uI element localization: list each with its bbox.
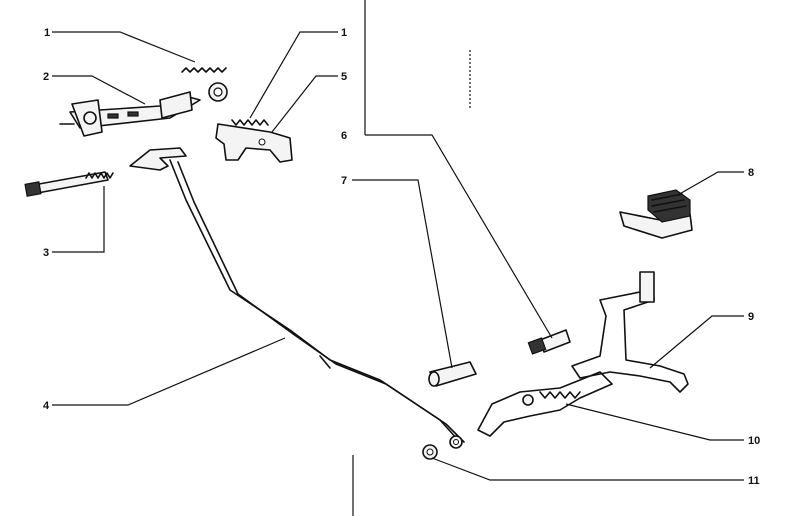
part-5-latch-plate <box>215 123 293 163</box>
leader-1b <box>249 31 338 119</box>
callout-5: 5 <box>341 71 347 83</box>
leader-11 <box>431 457 744 481</box>
leader-2 <box>52 75 146 105</box>
part-6-pin <box>527 329 571 355</box>
callout-3: 3 <box>43 247 49 259</box>
leader-lines <box>52 31 744 481</box>
part-1-spring-lower <box>231 119 269 126</box>
callout-11: 11 <box>748 475 760 487</box>
part-8-rubber-pad <box>619 189 693 239</box>
callout-2: 2 <box>43 71 49 83</box>
callout-labels: 1 1 2 5 6 7 8 3 9 4 10 11 <box>43 27 760 487</box>
part-1-spring-upper <box>181 67 227 73</box>
leader-1a <box>52 31 196 63</box>
callout-1b: 1 <box>341 27 347 39</box>
callout-7: 7 <box>341 175 347 187</box>
callout-8: 8 <box>748 167 754 179</box>
part-7-sleeve <box>428 361 477 387</box>
leader-4 <box>52 337 286 406</box>
callout-9: 9 <box>748 311 754 323</box>
leader-6 <box>365 134 553 339</box>
part-9-lever-bracket <box>571 271 689 393</box>
leader-5 <box>271 75 338 133</box>
callout-6: 6 <box>341 130 347 142</box>
part-2-bracket-plate <box>59 82 228 137</box>
callout-4: 4 <box>43 400 50 412</box>
callout-10: 10 <box>748 435 760 447</box>
guide-lines <box>352 0 471 516</box>
leader-9 <box>649 315 744 369</box>
leader-10 <box>565 403 744 441</box>
leader-3 <box>52 186 105 253</box>
callout-1a: 1 <box>44 27 50 39</box>
part-11-washer <box>422 444 438 460</box>
part-4-linkage-rod <box>129 147 465 449</box>
part-3-threaded-rod <box>24 171 114 197</box>
leader-8 <box>675 171 744 197</box>
leader-7 <box>352 179 453 369</box>
part-10-crank-assembly <box>477 371 613 437</box>
